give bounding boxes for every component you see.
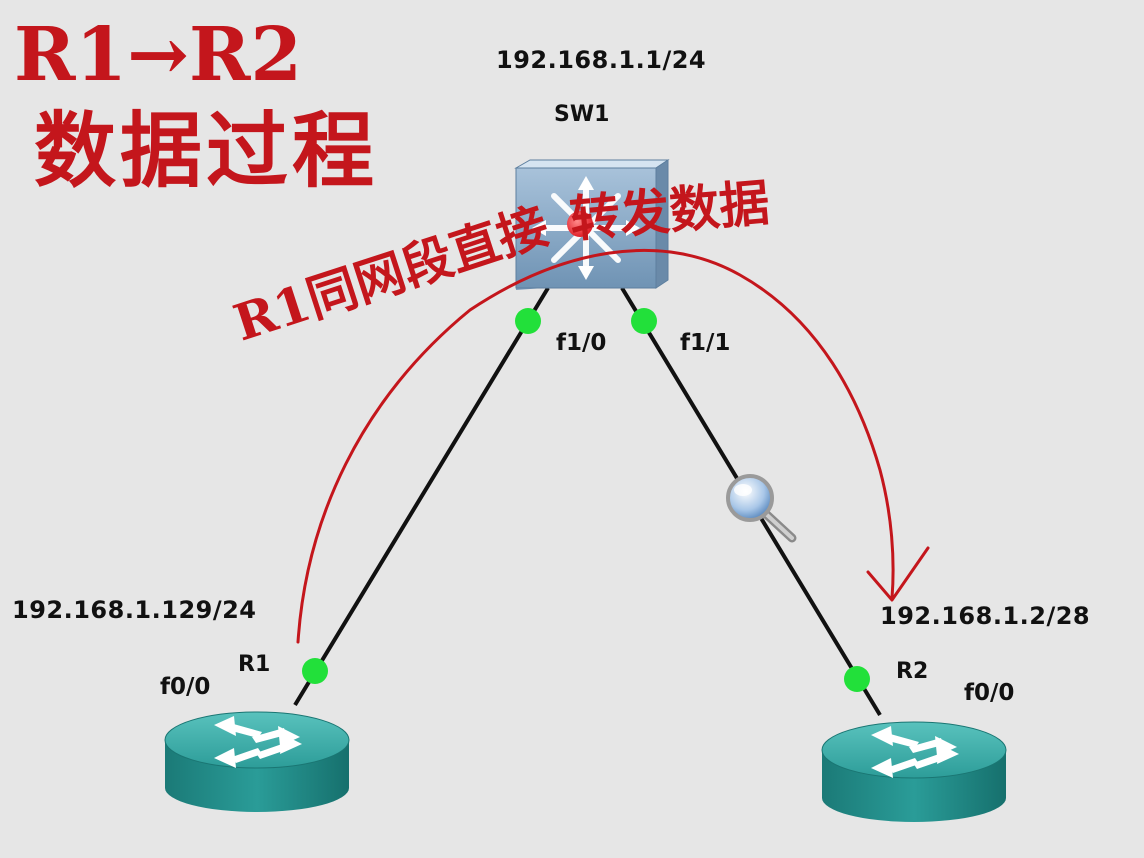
- port-status-dot: [515, 308, 541, 334]
- port-status-dot: [631, 308, 657, 334]
- handwritten-arrow: [296, 249, 930, 644]
- port-status-dot: [302, 658, 328, 684]
- switch-port-right-label: f1/1: [680, 330, 731, 356]
- router-icon[interactable]: [164, 711, 350, 812]
- router1-name-label: R1: [238, 652, 271, 677]
- router2-port-label: f0/0: [964, 680, 1015, 706]
- router1-port-label: f0/0: [160, 674, 211, 700]
- router2-name-label: R2: [896, 659, 929, 684]
- router1-ip-label: 192.168.1.129/24: [12, 596, 257, 624]
- switch-ip-label: 192.168.1.1/24: [496, 46, 707, 74]
- switch-port-left-label: f1/0: [556, 330, 607, 356]
- handwritten-title-line1: R1→R2: [14, 12, 302, 98]
- router2-ip-label: 192.168.1.2/28: [880, 602, 1091, 630]
- port-status-dot: [844, 666, 870, 692]
- link-r1-sw1[interactable]: [293, 286, 550, 707]
- packet-dot-icon: [567, 211, 593, 237]
- router-icon[interactable]: [821, 721, 1007, 822]
- switch-name-label: SW1: [554, 102, 610, 127]
- magnifier-icon[interactable]: [726, 474, 797, 543]
- handwritten-title-line2: 数据过程: [34, 103, 379, 199]
